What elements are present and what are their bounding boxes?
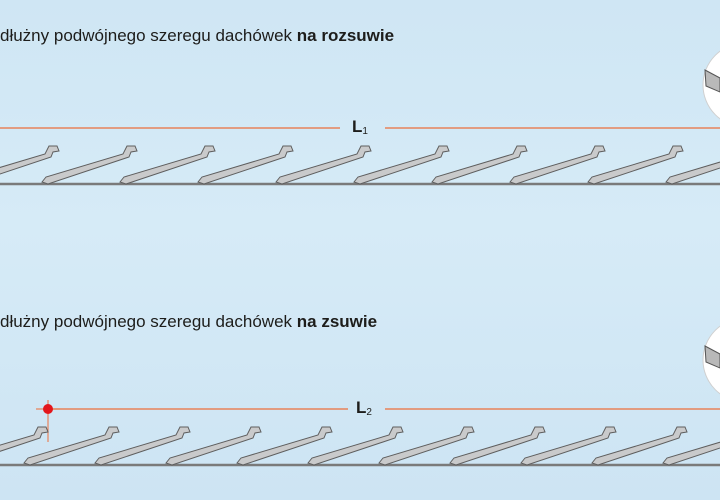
tile-row-zsuw bbox=[0, 325, 720, 467]
tile-row-rozsuw bbox=[0, 50, 720, 186]
roof-tile bbox=[520, 426, 617, 466]
caption-zsuw-text: dłużny podwójnego szeregu dachówek bbox=[0, 312, 297, 331]
roof-tile bbox=[23, 426, 120, 466]
caption-rozsuw: dłużny podwójnego szeregu dachówek na ro… bbox=[0, 26, 394, 46]
dimension-letter: L bbox=[352, 117, 363, 136]
roof-tile bbox=[587, 145, 684, 185]
detail-circle bbox=[702, 50, 720, 120]
roof-tile bbox=[41, 145, 138, 185]
roof-tile bbox=[236, 426, 333, 466]
roof-tile bbox=[353, 145, 450, 185]
detail-circle bbox=[702, 325, 720, 395]
roof-tile bbox=[449, 426, 546, 466]
dimension-label-l2: L2 bbox=[356, 398, 372, 418]
caption-zsuw: dłużny podwójnego szeregu dachówek na zs… bbox=[0, 312, 377, 332]
caption-rozsuw-text: dłużny podwójnego szeregu dachówek bbox=[0, 26, 297, 45]
caption-zsuw-bold: na zsuwie bbox=[296, 312, 378, 331]
roof-tile bbox=[378, 426, 475, 466]
dimension-subscript: 1 bbox=[362, 126, 368, 137]
roof-tile bbox=[665, 161, 720, 185]
dimension-letter: L bbox=[356, 398, 367, 417]
roof-tile bbox=[662, 441, 720, 466]
roof-tile bbox=[275, 145, 372, 185]
reference-point-marker bbox=[43, 404, 53, 414]
dimension-label-l1: L1 bbox=[352, 117, 368, 137]
roof-tile bbox=[165, 426, 262, 466]
roof-tile bbox=[509, 145, 606, 185]
roof-tile bbox=[0, 426, 49, 452]
diagram-zsuw: dłużny podwójnego szeregu dachówek na zs… bbox=[0, 250, 720, 500]
roof-tile bbox=[307, 426, 404, 466]
roof-tile bbox=[0, 145, 60, 175]
caption-rozsuw-bold: na rozsuwie bbox=[296, 26, 395, 45]
diagram-rozsuw: dłużny podwójnego szeregu dachówek na ro… bbox=[0, 26, 720, 186]
roof-tile bbox=[197, 145, 294, 185]
roof-tile bbox=[591, 426, 688, 466]
roof-tile bbox=[119, 145, 216, 185]
roof-tile bbox=[94, 426, 191, 466]
dimension-subscript: 2 bbox=[366, 407, 372, 418]
roof-tile bbox=[431, 145, 528, 185]
